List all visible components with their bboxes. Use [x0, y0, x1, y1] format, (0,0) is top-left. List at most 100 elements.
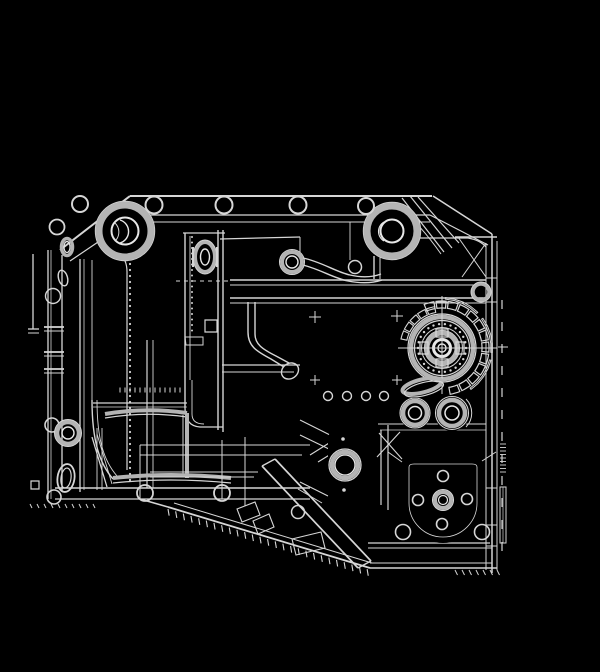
pan-rim-bottom [112, 473, 232, 480]
wire-circle [110, 216, 140, 246]
wire-circle [285, 255, 299, 269]
wire-path [96, 399, 118, 477]
wire-path [291, 531, 326, 556]
wire-circle [399, 397, 431, 429]
wire-circle [347, 259, 363, 275]
wire-circle [44, 287, 62, 305]
wire-circle [444, 405, 460, 421]
idler-ring-right [436, 397, 468, 429]
bearing-ball-dots [416, 322, 468, 374]
wire-line [91, 436, 108, 488]
small-port [378, 390, 390, 402]
wire-cross [391, 310, 403, 322]
wire-circle [379, 218, 405, 244]
rail-bolt [357, 197, 375, 215]
wire-path [204, 319, 218, 333]
wire-circle [342, 488, 346, 492]
wire-cross [309, 311, 321, 323]
wire-path [419, 341, 429, 355]
pan-left-curve [91, 399, 114, 480]
wire-path [302, 257, 382, 278]
wire-segarc [444, 297, 493, 391]
wire-path [104, 413, 188, 419]
wire-line [299, 434, 332, 451]
wire-circle [95, 201, 155, 261]
pipe-flange-ring [280, 250, 304, 274]
wire-circle [54, 419, 82, 447]
wire-line [387, 451, 403, 463]
wire-line [299, 419, 333, 437]
wire-path [184, 336, 204, 346]
wire-line [457, 236, 487, 278]
wire-line [299, 481, 329, 497]
rail-bolt [288, 195, 308, 215]
wire-path [378, 221, 385, 242]
wire-hatch [29, 503, 96, 509]
wire-line [173, 502, 373, 564]
flange-bolt-hole [460, 492, 474, 506]
wire-line [409, 195, 453, 249]
wire-ellipse [280, 362, 300, 380]
wire-line [429, 214, 489, 246]
wire-line [432, 195, 493, 235]
rail-bolt [48, 218, 66, 236]
wire-segarc [400, 305, 437, 341]
left-bearing-ring [54, 419, 82, 447]
bottom-slope-edge [167, 506, 371, 569]
wire-path [254, 333, 290, 364]
s-duct [247, 331, 285, 368]
wire-path [467, 237, 487, 248]
wire-path [435, 328, 449, 338]
wire-circle [363, 202, 421, 260]
flange-center-hole [433, 490, 453, 510]
wire-circle [407, 405, 423, 421]
wire-circle [279, 249, 305, 275]
wire-path [112, 479, 232, 484]
output-flange-plate [404, 459, 482, 543]
wire-circle [394, 523, 412, 541]
left-main-boss [95, 201, 155, 261]
rail-bolt [214, 195, 234, 215]
rail-bolt [71, 195, 89, 213]
pan-rim-top [104, 408, 188, 416]
wire-circle [431, 488, 455, 512]
wire-circle [434, 395, 470, 431]
fan-gusset-line [401, 197, 445, 253]
wire-ellipse [199, 248, 211, 266]
wire-line [461, 242, 487, 278]
wire-cross [392, 375, 402, 385]
small-port [360, 390, 372, 402]
small-port [322, 390, 334, 402]
wire-circle [473, 523, 491, 541]
wire-circle [290, 504, 306, 520]
wire-line [481, 451, 497, 462]
wire-circle [470, 281, 492, 303]
wire-path [236, 501, 261, 523]
wire-ellipse [63, 240, 71, 254]
wire-dotsv [191, 236, 193, 332]
wire-path [30, 480, 40, 490]
wire-path [114, 222, 120, 241]
wire-line [139, 498, 169, 508]
idler-ring-left [400, 398, 430, 428]
wire-path [435, 358, 449, 368]
center-bore-ring [329, 449, 361, 481]
wire-line [219, 236, 301, 240]
flange-bolt-hole [411, 493, 425, 507]
wire-path [408, 463, 478, 538]
bearing-collar [400, 376, 444, 396]
hidden-line-dotted [128, 256, 132, 482]
rail-bolt [144, 195, 164, 215]
wire-ellipse [403, 380, 445, 398]
wire-line [357, 560, 372, 569]
wire-line [261, 458, 276, 467]
wire-ellipse [59, 236, 75, 258]
wire-circle [61, 426, 75, 440]
wire-circle [46, 489, 62, 505]
wire-path [499, 486, 507, 544]
wire-circle [334, 454, 356, 476]
wire-path [191, 380, 205, 425]
wire-path [465, 398, 473, 428]
